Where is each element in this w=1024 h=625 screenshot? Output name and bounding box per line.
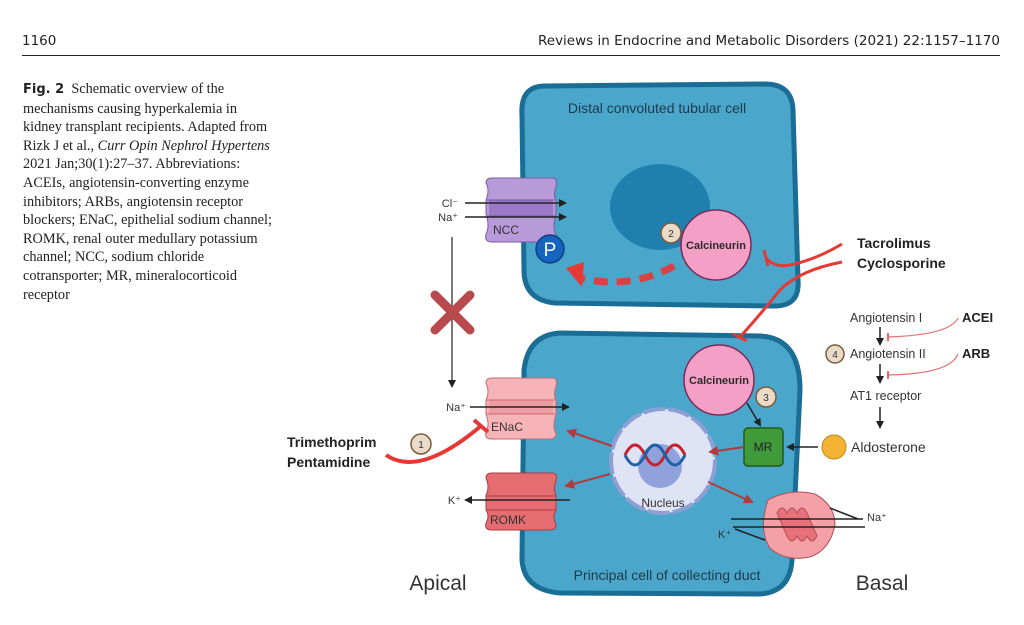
- angiotensin-1: Angiotensin I: [850, 311, 922, 325]
- enac-channel: ENaC: [485, 377, 557, 440]
- figure-caption: Fig. 2 Schematic overview of the mechani…: [23, 80, 273, 304]
- nucleus-to-enac-arrow: [566, 428, 613, 447]
- enac-ion-na: Na⁺: [446, 402, 466, 414]
- aldosterone-label: Aldosterone: [851, 439, 926, 455]
- page-number: 1160: [22, 33, 57, 49]
- angiotensin-2: Angiotensin II: [850, 347, 926, 361]
- drug-tacrolimus: Tacrolimus: [857, 235, 931, 251]
- svg-text:2: 2: [668, 229, 674, 240]
- calcineurin-to-mr-arrow: [746, 402, 762, 427]
- svg-text:3: 3: [763, 393, 769, 404]
- romk-label: ROMK: [490, 513, 526, 527]
- calcineurin-dct: [680, 209, 752, 281]
- cni-inhibit-line-dct: [764, 242, 843, 268]
- pump-na-out: [829, 507, 859, 520]
- phospho-label: P: [544, 240, 557, 261]
- svg-text:4: 4: [832, 350, 838, 361]
- drug-cyclosporine: Cyclosporine: [857, 255, 946, 271]
- apical-label: Apical: [409, 572, 466, 595]
- ncc-ion-cl: Cl⁻: [442, 198, 458, 210]
- calcineurin-principal-label: Calcineurin: [689, 375, 749, 387]
- calcineurin-principal: [683, 344, 755, 416]
- inhibit-bar-enac: [472, 418, 490, 434]
- calcineurin-dct-label: Calcineurin: [686, 240, 746, 252]
- nucleus-principal: Nucleus: [609, 407, 717, 515]
- acei-inhibit-line: [887, 317, 959, 338]
- step-badge-2: [660, 222, 682, 244]
- pump-na-label: Na⁺: [867, 512, 887, 524]
- figure-label: Fig. 2: [23, 82, 65, 97]
- nucleus-label: Nucleus: [641, 496, 684, 510]
- tmp-inhibit-line: [384, 423, 484, 464]
- enac-label: ENaC: [491, 420, 523, 434]
- arb-inhibit-line: [887, 353, 959, 376]
- drug-trimethoprim: Trimethoprim: [287, 434, 376, 450]
- svg-text:1: 1: [418, 440, 424, 451]
- aldosterone-icon: [821, 434, 847, 460]
- step-badge-3: [755, 386, 777, 408]
- inhibit-bar-dct: [762, 249, 770, 267]
- at1-receptor: AT1 receptor: [850, 389, 921, 403]
- basal-label: Basal: [856, 572, 909, 595]
- pump-k-in: [734, 528, 766, 541]
- na-k-atpase: [763, 491, 836, 559]
- caption-text-1: Schematic overview of the mechanisms cau…: [23, 81, 268, 154]
- step-badge-4: [825, 344, 845, 364]
- ncc-label: NCC: [493, 223, 519, 237]
- caption-text-2: 2021 Jan;30(1):27–37. Abbreviations: ACE…: [23, 156, 272, 303]
- drug-arb: ARB: [962, 346, 990, 361]
- pump-k-label: K⁺: [718, 529, 731, 541]
- cni-inhibit-line-principal: [738, 260, 843, 339]
- romk-channel: ROMK: [485, 472, 557, 531]
- ncc-ion-na: Na⁺: [438, 212, 458, 224]
- dephosphorylation-arrowhead: [566, 262, 584, 287]
- nucleus-to-pump-arrow: [707, 481, 754, 504]
- mr-to-nucleus-arrow: [708, 445, 745, 456]
- phosphorylation-icon: [535, 234, 565, 264]
- principal-cell-label: Principal cell of collecting duct: [574, 567, 761, 583]
- mr-label: MR: [754, 440, 773, 454]
- journal-citation: Reviews in Endocrine and Metabolic Disor…: [537, 33, 1000, 49]
- dephosphorylation-arrow: [579, 262, 676, 286]
- caption-journal: Curr Opin Nephrol Hypertens: [97, 137, 270, 154]
- ncc-transporter: NCC: [485, 177, 557, 243]
- step-badge-1: [410, 433, 432, 455]
- blocked-x-icon: [430, 290, 475, 335]
- running-head: 1160 Reviews in Endocrine and Metabolic …: [22, 29, 1000, 56]
- nucleus-to-romk-arrow: [564, 473, 611, 489]
- drug-pentamidine: Pentamidine: [287, 454, 370, 470]
- drug-acei: ACEI: [962, 310, 993, 325]
- inhibit-bar-principal: [732, 332, 748, 343]
- romk-ion-k: K⁺: [448, 495, 461, 507]
- dct-cell-label: Distal convoluted tubular cell: [568, 100, 746, 116]
